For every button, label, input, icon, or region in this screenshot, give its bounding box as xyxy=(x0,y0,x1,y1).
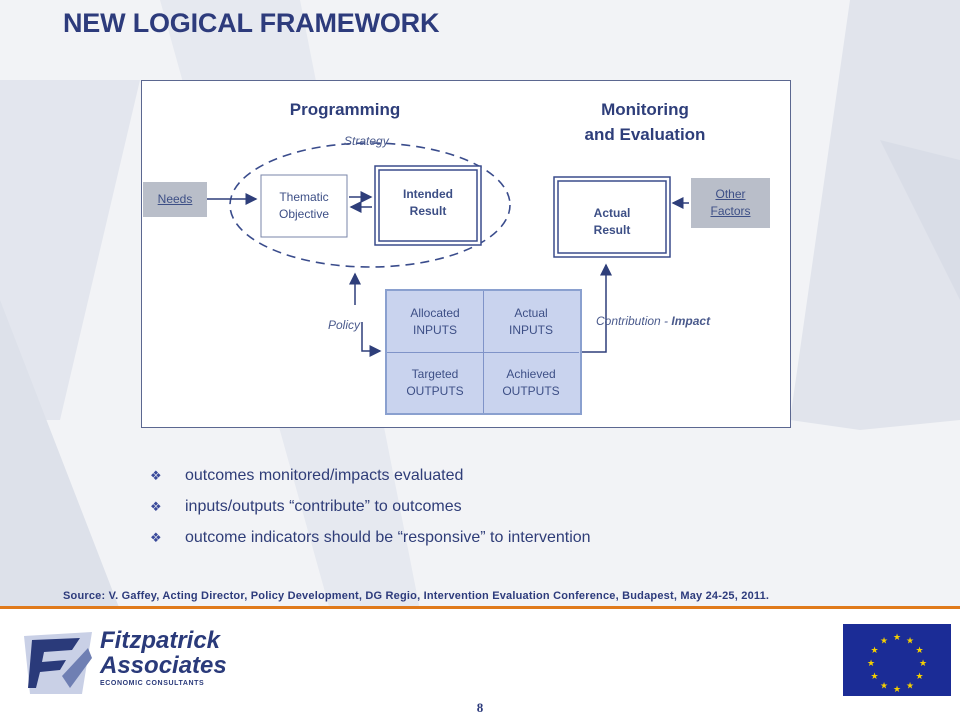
actual-result-line1: Actual xyxy=(593,206,631,220)
intended-result-box xyxy=(374,165,482,246)
policy-label: Policy xyxy=(328,318,361,332)
other-factors-line1: Other xyxy=(715,187,746,201)
company-logo-text: Fitzpatrick Associates ECONOMIC CONSULTA… xyxy=(100,628,227,687)
programming-heading: Programming xyxy=(289,100,401,119)
svg-text:★: ★ xyxy=(870,646,878,656)
other-factors-line2: Factors xyxy=(710,204,751,218)
actual-result-label: Actual Result xyxy=(554,205,670,239)
bullet-list: ❖ outcomes monitored/impacts evaluated ❖ i… xyxy=(150,460,591,553)
contribution-text: Contribution - xyxy=(596,314,669,328)
achieved-line2: OUTPUTS xyxy=(502,383,560,398)
strategy-label: Strategy xyxy=(344,134,389,148)
fitzpatrick-logo-icon xyxy=(24,632,92,694)
thematic-objective-label: Thematic Objective xyxy=(261,189,347,223)
list-item: ❖ outcome indicators should be “responsiv… xyxy=(150,522,591,553)
svg-text:★: ★ xyxy=(870,672,878,682)
logo-tagline: ECONOMIC CONSULTANTS xyxy=(100,680,205,687)
svg-text:★: ★ xyxy=(880,637,888,647)
svg-text:★: ★ xyxy=(919,659,927,669)
footer xyxy=(0,609,960,720)
svg-text:★: ★ xyxy=(867,659,875,669)
list-item: ❖ inputs/outputs “contribute” to outcomes xyxy=(150,491,591,522)
policy-to-inputs-arrow xyxy=(361,322,382,357)
svg-text:★: ★ xyxy=(915,672,923,682)
page-title: NEW LOGICAL FRAMEWORK xyxy=(63,8,440,38)
allocated-line2: INPUTS xyxy=(412,322,457,337)
strategy-ellipse xyxy=(229,142,511,268)
actual-inputs-line2: INPUTS xyxy=(508,322,553,337)
allocated-line1: Allocated xyxy=(410,305,460,320)
diamond-bullet-icon: ❖ xyxy=(150,498,162,514)
page-number: 8 xyxy=(476,700,484,715)
thematic-objective-box xyxy=(260,174,348,238)
bullet-text: outcome indicators should be “responsive… xyxy=(185,528,591,546)
intended-line1: Intended xyxy=(403,187,453,201)
eu-flag-icon: ★ ★ ★ ★ ★ ★ ★ ★ ★ ★ ★ ★ xyxy=(843,624,951,696)
source-note: Source: V. Gaffey, Acting Director, Poli… xyxy=(63,590,770,602)
thematic-line2: Objective xyxy=(278,207,330,221)
monitoring-heading: Monitoring xyxy=(601,100,689,119)
targeted-line1: Targeted xyxy=(411,366,459,381)
svg-text:★: ★ xyxy=(906,637,914,647)
logo-line1: Fitzpatrick xyxy=(100,627,221,654)
svg-text:★: ★ xyxy=(893,685,901,695)
list-item: ❖ outcomes monitored/impacts evaluated xyxy=(150,460,591,491)
evaluation-heading: and Evaluation xyxy=(584,125,706,144)
contribution-label: Contribution - Impact xyxy=(596,314,710,328)
diamond-bullet-icon: ❖ xyxy=(150,529,162,545)
targeted-line2: OUTPUTS xyxy=(406,383,464,398)
divider xyxy=(0,606,960,609)
logo-line2: Associates xyxy=(100,652,227,679)
svg-text:★: ★ xyxy=(880,682,888,692)
bullet-text: outcomes monitored/impacts evaluated xyxy=(185,466,464,484)
thematic-line1: Thematic xyxy=(279,190,329,204)
needs-box: Needs xyxy=(143,182,207,217)
svg-text:★: ★ xyxy=(915,646,923,656)
actual-inputs-line1: Actual xyxy=(514,305,548,320)
bullet-text: inputs/outputs “contribute” to outcomes xyxy=(185,497,462,515)
intended-result-label: Intended Result xyxy=(375,186,481,220)
svg-text:★: ★ xyxy=(906,682,914,692)
actual-result-box xyxy=(553,176,671,258)
diamond-bullet-icon: ❖ xyxy=(150,467,162,483)
impact-text: Impact xyxy=(671,314,711,328)
needs-label: Needs xyxy=(157,192,193,206)
contribution-arrow xyxy=(582,263,612,353)
achieved-line1: Achieved xyxy=(506,366,556,381)
actual-result-line2: Result xyxy=(593,223,631,237)
intended-line2: Result xyxy=(409,204,447,218)
other-factors-box: Other Factors xyxy=(691,178,770,228)
svg-text:★: ★ xyxy=(893,633,901,643)
